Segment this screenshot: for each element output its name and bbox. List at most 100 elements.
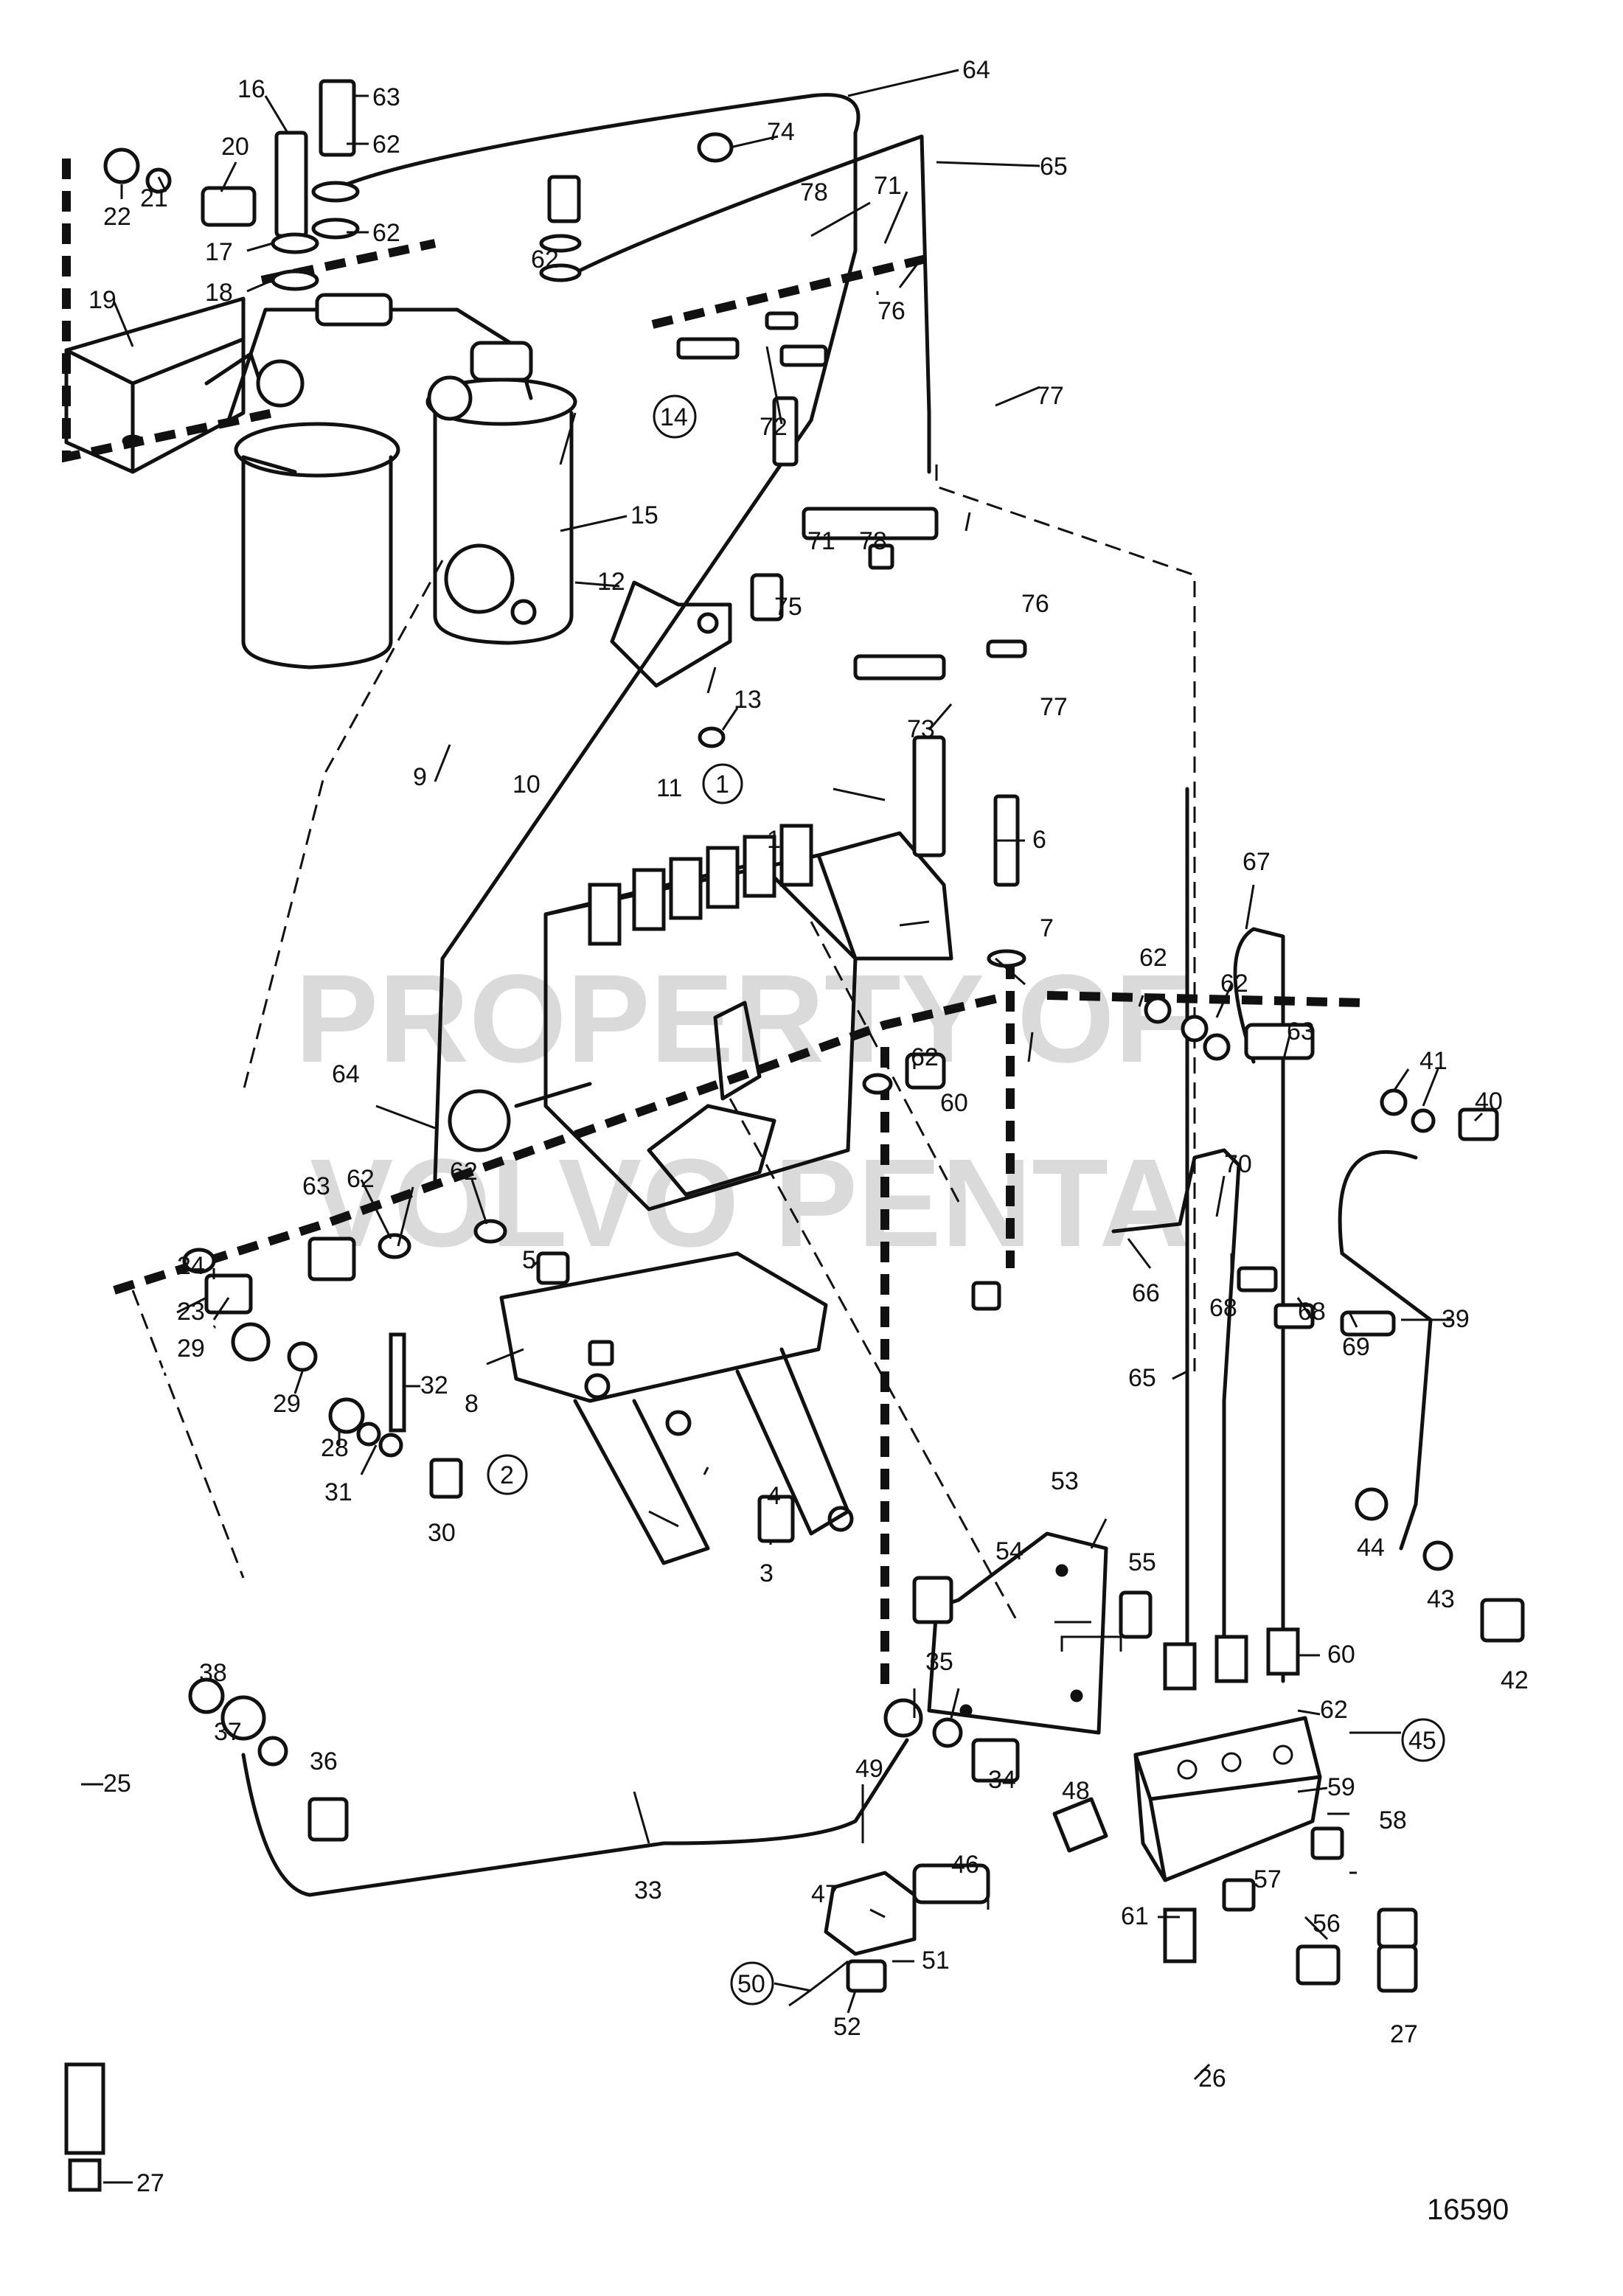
filter-bracket [64, 296, 246, 474]
callout-30: 30 [428, 1519, 456, 1547]
callout-64b: 64 [332, 1060, 360, 1088]
callout-55: 55 [1128, 1548, 1156, 1576]
callout-36: 36 [310, 1747, 338, 1775]
callout-49: 49 [855, 1755, 883, 1783]
callout-27: 27 [1390, 2020, 1418, 2048]
callout-14: 14 [660, 403, 688, 431]
callout-44: 44 [1357, 1534, 1385, 1562]
watermark: PROPERTY OF VOLVO PENTA [295, 949, 1191, 1273]
figure-number: 16590 [1427, 2194, 1509, 2226]
small-parts [103, 79, 1525, 1993]
callout-39: 39 [1442, 1305, 1470, 1333]
callout-5: 5 [522, 1246, 536, 1274]
callout-38: 38 [199, 1659, 227, 1687]
callout-60: 60 [940, 1089, 968, 1117]
callout-11: 11 [656, 774, 682, 802]
callout-19: 19 [88, 286, 117, 314]
callout-62i: 62 [1320, 1696, 1348, 1724]
callout-58: 58 [1379, 1806, 1407, 1834]
callout-65: 65 [1040, 153, 1068, 181]
watermark-line-2: VOLVO PENTA [310, 1133, 1189, 1273]
callout-15: 15 [630, 501, 658, 529]
callout-54: 54 [995, 1537, 1024, 1565]
callout-56: 56 [1313, 1910, 1341, 1938]
callout-78: 78 [800, 178, 828, 206]
callout-77: 77 [1036, 382, 1064, 410]
callout-62b: 62 [372, 219, 400, 247]
callout-26: 26 [1198, 2064, 1226, 2093]
callout-62h: 62 [450, 1158, 478, 1186]
callout-62: 62 [372, 131, 400, 159]
callout-18: 18 [205, 279, 233, 307]
callout-32: 32 [420, 1371, 448, 1399]
callout-57: 57 [1254, 1865, 1282, 1893]
callout-73: 73 [907, 715, 935, 743]
callout-59: 59 [1327, 1773, 1355, 1801]
fuel-filter-assembly [204, 293, 577, 669]
callout-61: 61 [1121, 1902, 1149, 1930]
callout-62f: 62 [911, 1043, 939, 1071]
callout-1-circled-text: 1 [767, 826, 781, 854]
callout-17: 17 [205, 238, 233, 266]
callout-10: 10 [512, 770, 541, 799]
callout-71: 71 [874, 172, 902, 200]
callout-22: 22 [103, 203, 131, 231]
callout-41: 41 [1419, 1047, 1448, 1075]
callout-63c: 63 [302, 1172, 330, 1200]
pump-bracket [499, 1251, 854, 1565]
circled-callouts: 1 2 14 45 50 [487, 394, 1445, 2005]
callout-16: 16 [237, 75, 265, 103]
callout-67: 67 [1243, 848, 1271, 876]
reference-lines [62, 159, 1365, 1688]
callout-76b: 76 [1021, 590, 1049, 618]
callout-3: 3 [760, 1559, 774, 1587]
callout-60b: 60 [1327, 1641, 1355, 1669]
callout-71b: 71 [807, 527, 835, 555]
callout-33: 33 [634, 1876, 662, 1904]
callout-62e: 62 [1220, 970, 1248, 998]
callout-40: 40 [1475, 1088, 1503, 1116]
callout-12: 12 [597, 568, 625, 596]
callout-45: 45 [1408, 1727, 1436, 1755]
callout-68b: 68 [1298, 1298, 1326, 1326]
callout-27b: 27 [136, 2169, 164, 2197]
callout-43: 43 [1427, 1585, 1455, 1613]
pipes-and-hoses [64, 93, 1433, 2192]
callout-7: 7 [1040, 914, 1054, 942]
callout-63: 63 [372, 83, 400, 111]
callout-24: 24 [177, 1252, 205, 1280]
callout-1: 1 [715, 770, 729, 799]
callout-46: 46 [951, 1851, 979, 1879]
callout-13: 13 [734, 686, 762, 714]
callout-72: 72 [760, 413, 788, 441]
callout-6: 6 [1032, 826, 1046, 854]
distribution-block [1133, 1716, 1322, 1882]
callout-69: 69 [1342, 1333, 1370, 1361]
callout-25: 25 [103, 1770, 131, 1798]
callout-48: 48 [1062, 1777, 1090, 1805]
callout-42: 42 [1501, 1666, 1529, 1694]
callout-52: 52 [833, 2013, 861, 2041]
watermark-line-1: PROPERTY OF [295, 949, 1191, 1089]
callout-labels: 16 63 20 62 22 21 62 17 18 19 64 65 74 7… [88, 56, 1529, 2197]
leader-lines [81, 69, 1484, 2184]
callout-37: 37 [214, 1718, 242, 1746]
callout-68: 68 [1209, 1294, 1237, 1322]
callout-35: 35 [925, 1648, 953, 1676]
callout-50: 50 [737, 1970, 765, 1998]
callout-9: 9 [413, 763, 427, 791]
callout-21: 21 [140, 184, 168, 212]
callout-51: 51 [922, 1947, 950, 1975]
callout-29: 29 [177, 1335, 205, 1363]
callout-4: 4 [767, 1482, 781, 1510]
injection-pump [448, 824, 953, 1211]
callout-63b: 63 [1287, 1017, 1315, 1046]
callout-65b: 65 [1128, 1364, 1156, 1392]
callout-2: 2 [500, 1461, 514, 1489]
callout-47: 47 [811, 1880, 839, 1908]
callout-62d: 62 [1139, 944, 1167, 972]
callout-8: 8 [465, 1390, 479, 1418]
callout-31: 31 [324, 1478, 352, 1506]
callout-70: 70 [1224, 1150, 1252, 1178]
